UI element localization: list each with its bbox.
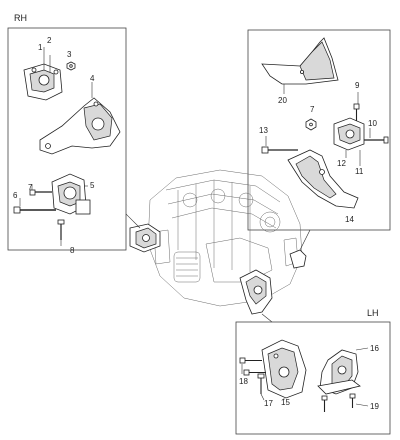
engine-assembly [129,169,307,315]
callout-14: 14 [345,215,354,224]
callout-1: 1 [38,43,43,52]
callout-13: 13 [259,126,268,135]
callout-19: 19 [370,402,379,411]
lh-vertical-bolt [257,373,265,394]
callout-2: 2 [47,36,52,45]
lh-panel: LH 15 18 17 [235,308,391,435]
lh-section-label: LH [367,308,379,318]
callout-12: 12 [337,159,346,168]
callout-9: 9 [355,81,360,90]
upper-right-panel-frame [247,29,391,231]
callout-6: 6 [13,191,18,200]
ur-small-bolt [353,103,360,122]
lh-panel-frame [235,321,391,435]
callout-16: 16 [370,344,379,353]
rh-bolt [29,189,52,196]
upper-right-panel: 20 9 7 10 12 11 [247,29,391,231]
callout-18: 18 [239,377,248,386]
callout-4: 4 [90,74,95,83]
leader-lh [261,313,273,323]
leader-rh [125,213,141,229]
ur-nut [305,118,317,131]
callout-8: 8 [70,246,75,255]
rh-section-label: RH [14,13,27,23]
lh-lower-bolts [321,393,356,412]
callout-10: 10 [368,119,377,128]
callout-3: 3 [67,50,72,59]
rh-long-bolt [13,206,56,214]
ur-large-bracket [287,149,359,209]
heat-shield-plate [261,37,339,85]
callout-7-upper-right: 7 [310,105,315,114]
rh-upper-mount-bracket [23,63,63,101]
leader-upper-right [299,229,311,251]
rh-mounting-bracket-arm [39,97,121,155]
lh-insulator [317,349,361,395]
rh-nut [66,61,76,71]
callout-17: 17 [264,399,273,408]
rh-vertical-bolt [57,219,65,240]
callout-11: 11 [355,167,364,176]
ur-mount-block [333,117,365,151]
callout-20: 20 [278,96,287,105]
lh-mount-body [261,339,307,399]
rh-lower-mount [51,173,91,215]
callout-5: 5 [90,181,95,190]
lh-bolts [239,357,266,376]
ur-long-bolt [261,146,298,154]
callout-7: 7 [28,183,33,192]
rh-panel-frame [7,27,127,251]
rh-panel: RH 1 2 3 4 [7,13,127,255]
callout-15: 15 [281,398,290,407]
